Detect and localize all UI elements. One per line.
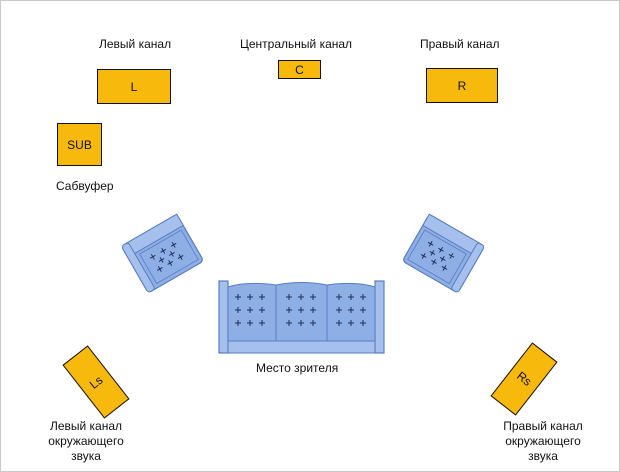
right-surround-label-line-3: звука [528,449,558,463]
left-surround-speaker: Ls [62,345,130,419]
center-channel-label: Центральный канал [240,37,353,51]
right-surround-label-line-2: окружающего [505,434,581,448]
right-surround-label: Правый канал окружающего звука [493,419,593,464]
right-surround-speaker: Rs [490,342,558,416]
left-surround-label: Левый канал окружающего звука [41,419,131,464]
subwoofer-label: Сабвуфер [56,179,114,193]
left-channel-label: Левый канал [99,37,172,51]
left-surround-label-line-2: окружающего [48,434,124,448]
left-speaker: L [97,69,171,104]
right-surround-label-line-1: Правый канал [503,419,583,433]
right-channel-label: Правый канал [420,37,500,51]
left-surround-label-line-3: звука [71,449,101,463]
right-speaker-label: R [457,78,467,93]
right-surround-speaker-label: Rs [513,368,535,390]
center-speaker: C [278,60,321,79]
left-surround-speaker-label: Ls [86,372,106,392]
viewer-position-label: Место зрителя [256,361,339,375]
armchair-right-icon [403,213,485,293]
sofa-icon [218,280,385,354]
armchair-left-icon [121,213,203,293]
right-speaker: R [426,68,498,103]
left-surround-label-line-1: Левый канал [49,419,123,433]
subwoofer-speaker: SUB [57,123,102,166]
subwoofer-speaker-label: SUB [67,137,92,152]
left-speaker-label: L [130,79,138,94]
center-speaker-label: C [295,62,304,77]
